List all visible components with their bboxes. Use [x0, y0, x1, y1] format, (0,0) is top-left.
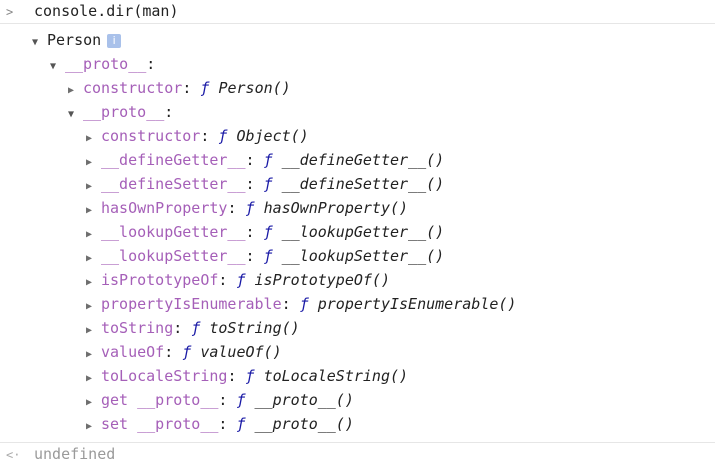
triangle-right-icon[interactable]: ▶ — [86, 277, 93, 288]
info-icon[interactable]: i — [107, 33, 122, 48]
property-key: toLocaleString — [101, 367, 228, 385]
function-name: toString() — [209, 319, 300, 337]
property-key: __defineSetter__ — [101, 175, 246, 193]
property-key: constructor — [101, 127, 201, 145]
console-divider — [0, 23, 715, 24]
function-keyword: ƒ — [263, 247, 273, 265]
triangle-down-icon[interactable]: ▼ — [68, 109, 75, 120]
triangle-right-icon[interactable]: ▶ — [86, 373, 93, 384]
triangle-right-icon[interactable]: ▶ — [86, 133, 93, 144]
function-name: Object() — [236, 127, 309, 145]
tree-node-member[interactable]: ▶propertyIsEnumerable: ƒ propertyIsEnume… — [86, 293, 516, 315]
triangle-right-icon[interactable]: ▶ — [86, 349, 93, 360]
tree-node-member[interactable]: ▶constructor: ƒ Object() — [86, 125, 309, 147]
function-name: Person() — [218, 79, 291, 97]
function-keyword: ƒ — [218, 127, 228, 145]
property-key: __lookupSetter__ — [101, 247, 246, 265]
property-key: __lookupGetter__ — [101, 223, 246, 241]
function-name: __defineGetter__() — [281, 151, 445, 169]
function-name: __defineSetter__() — [281, 175, 445, 193]
property-key: toString — [101, 319, 174, 337]
property-colon: : — [164, 103, 174, 121]
function-name: __proto__() — [254, 415, 354, 433]
tree-node-member[interactable]: ▶toString: ƒ toString() — [86, 317, 300, 339]
triangle-down-icon[interactable]: ▼ — [32, 37, 39, 48]
tree-node-member[interactable]: ▶__lookupSetter__: ƒ __lookupSetter__() — [86, 245, 444, 267]
property-key: get __proto__ — [101, 391, 219, 409]
triangle-right-icon[interactable]: ▶ — [86, 157, 93, 168]
function-keyword: ƒ — [263, 223, 273, 241]
console-result-value: undefined — [34, 445, 116, 463]
console-command: console.dir(man) — [34, 2, 179, 20]
property-key: constructor — [83, 79, 183, 97]
triangle-right-icon[interactable]: ▶ — [86, 181, 93, 192]
function-name: isPrototypeOf() — [254, 271, 390, 289]
triangle-down-icon[interactable]: ▼ — [50, 61, 57, 72]
tree-node-member[interactable]: ▶__defineGetter__: ƒ __defineGetter__() — [86, 149, 444, 171]
console-divider — [0, 442, 715, 443]
function-keyword: ƒ — [236, 391, 246, 409]
function-name: propertyIsEnumerable() — [317, 295, 517, 313]
property-key: __proto__ — [65, 55, 147, 73]
triangle-right-icon[interactable]: ▶ — [86, 397, 93, 408]
function-keyword: ƒ — [236, 415, 246, 433]
function-keyword: ƒ — [200, 79, 210, 97]
function-keyword: ƒ — [263, 175, 273, 193]
function-keyword: ƒ — [236, 271, 246, 289]
chevron-right-icon: > — [6, 5, 14, 19]
triangle-right-icon[interactable]: ▶ — [86, 325, 93, 336]
tree-node-proto[interactable]: ▼ __proto__: — [50, 53, 155, 75]
property-key: hasOwnProperty — [101, 199, 228, 217]
tree-node-member[interactable]: ▶isPrototypeOf: ƒ isPrototypeOf() — [86, 269, 390, 291]
triangle-right-icon[interactable]: ▶ — [86, 205, 93, 216]
tree-node-member[interactable]: ▶set __proto__: ƒ __proto__() — [86, 413, 354, 435]
tree-node-member[interactable]: ▶hasOwnProperty: ƒ hasOwnProperty() — [86, 197, 408, 219]
console-input-line[interactable]: > console.dir(man) — [0, 0, 179, 22]
tree-node-proto[interactable]: ▼ __proto__: — [68, 101, 173, 123]
property-colon: : — [146, 55, 156, 73]
tree-node-member[interactable]: ▶get __proto__: ƒ __proto__() — [86, 389, 354, 411]
tree-node-member[interactable]: ▶valueOf: ƒ valueOf() — [86, 341, 282, 363]
console-result-line: <· undefined — [0, 443, 115, 465]
tree-node-constructor[interactable]: ▶constructor: ƒ Person() — [68, 77, 291, 99]
tree-node-member[interactable]: ▶toLocaleString: ƒ toLocaleString() — [86, 365, 408, 387]
function-name: hasOwnProperty() — [263, 199, 409, 217]
tree-node-member[interactable]: ▶__lookupGetter__: ƒ __lookupGetter__() — [86, 221, 444, 243]
triangle-right-icon[interactable]: ▶ — [86, 421, 93, 432]
function-keyword: ƒ — [245, 199, 255, 217]
triangle-right-icon[interactable]: ▶ — [86, 301, 93, 312]
function-keyword: ƒ — [182, 343, 192, 361]
function-name: valueOf() — [200, 343, 282, 361]
function-keyword: ƒ — [245, 367, 255, 385]
property-key: set __proto__ — [101, 415, 219, 433]
property-key: propertyIsEnumerable — [101, 295, 282, 313]
function-keyword: ƒ — [299, 295, 309, 313]
function-name: __proto__() — [254, 391, 354, 409]
function-name: __lookupSetter__() — [281, 247, 445, 265]
function-name: __lookupGetter__() — [281, 223, 445, 241]
object-class-name: Person — [47, 31, 102, 49]
return-arrow-icon: <· — [6, 448, 21, 462]
property-key: isPrototypeOf — [101, 271, 219, 289]
function-name: toLocaleString() — [263, 367, 409, 385]
triangle-right-icon[interactable]: ▶ — [86, 229, 93, 240]
property-key: __defineGetter__ — [101, 151, 246, 169]
function-keyword: ƒ — [191, 319, 201, 337]
triangle-right-icon[interactable]: ▶ — [68, 85, 75, 96]
property-key: __proto__ — [83, 103, 165, 121]
tree-node-member[interactable]: ▶__defineSetter__: ƒ __defineSetter__() — [86, 173, 444, 195]
property-key: valueOf — [101, 343, 165, 361]
function-keyword: ƒ — [263, 151, 273, 169]
triangle-right-icon[interactable]: ▶ — [86, 253, 93, 264]
